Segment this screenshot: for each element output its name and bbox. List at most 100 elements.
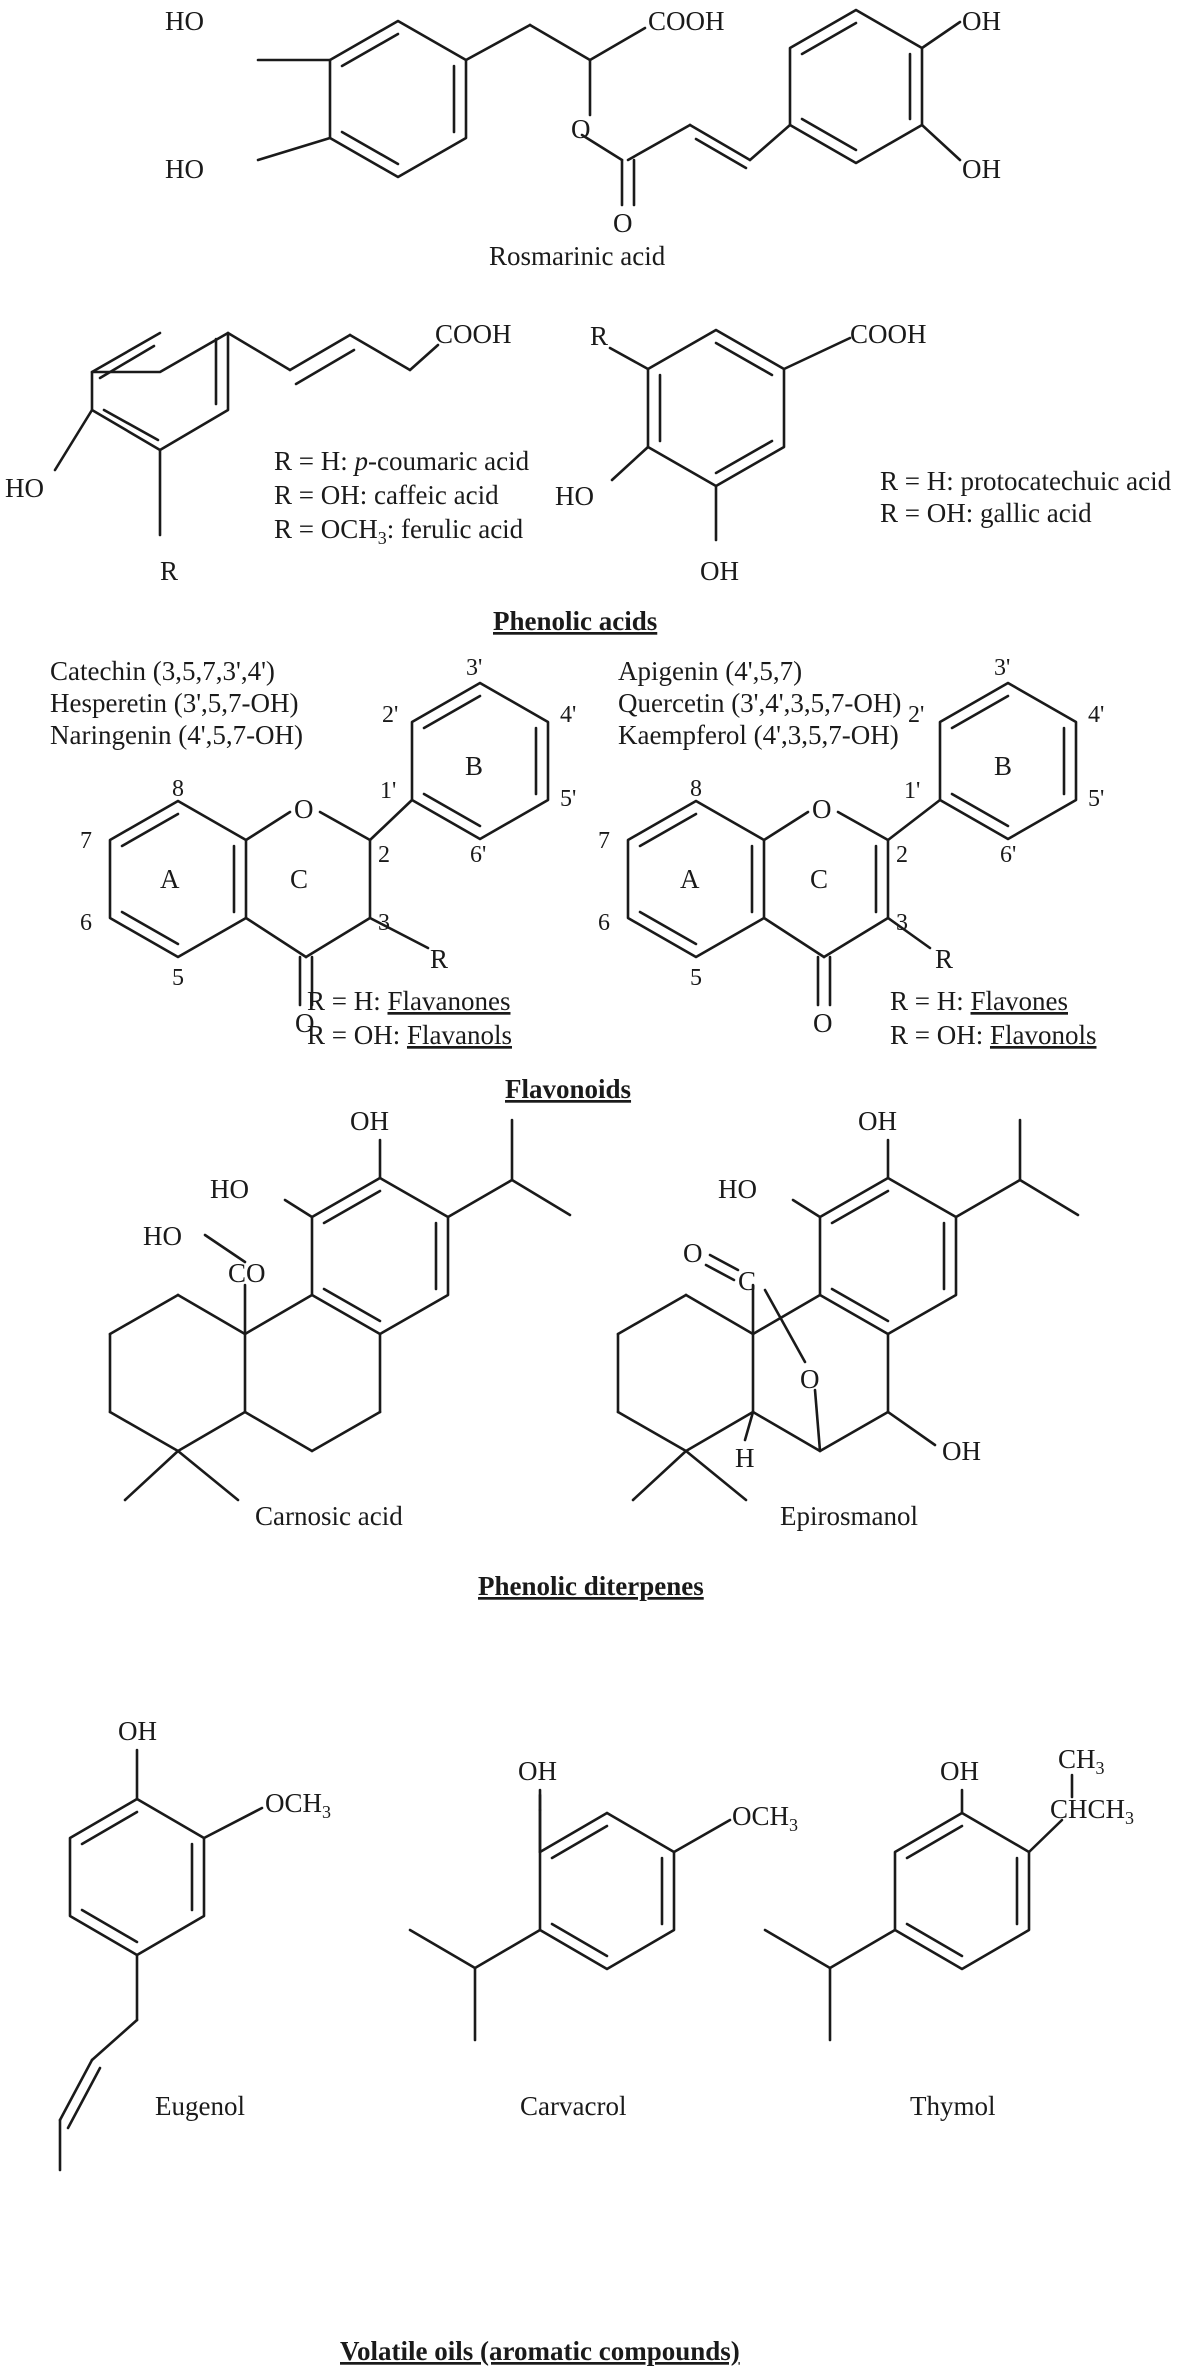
rosmarinic-oh-bottom: OH (962, 154, 1001, 184)
benzoic-r2: R = OH: gallic acid (880, 498, 1092, 528)
epirosmanol-ho: HO (718, 1174, 757, 1204)
epirosmanol-h: H (735, 1443, 755, 1473)
carvacrol-structure: OH OCH3 Carvacrol (408, 1756, 798, 2121)
rosmarinic-ho-bottom: HO (165, 154, 204, 184)
flavone-r1: R = H: Flavones (890, 986, 1068, 1016)
flavone-pos-2p: 2' (908, 702, 924, 728)
flavanone-pos-7: 7 (80, 828, 92, 854)
carnosic-ho: HO (210, 1174, 249, 1204)
carvacrol-oh: OH (518, 1756, 557, 1786)
eugenol-structure: OH OCH3 Eugenol (58, 1716, 331, 2172)
carnosic-oh: OH (350, 1106, 389, 1136)
rosmarinic-ho-top: HO (165, 6, 204, 36)
flavone-r2: R = OH: Flavonols (890, 1020, 1097, 1050)
flavone-pos-6p: 6' (1000, 842, 1016, 868)
cinnamic-r1: R = H: p-coumaric acid (274, 446, 530, 476)
hydroxycinnamic-acid-structure: COOH HO R R = H: p-coumaric acid R = OH:… (5, 319, 530, 586)
epirosmanol-oh2: OH (942, 1436, 981, 1466)
flavone-pos-4p: 4' (1088, 702, 1104, 728)
flavanone-pos-2p: 2' (382, 702, 398, 728)
rosmarinic-cooh: COOH (648, 6, 725, 36)
carnosic-co: CO (228, 1258, 266, 1288)
rosmarinic-ester-o: O (571, 114, 591, 144)
hydroxybenzoic-acid-structure: R COOH HO OH R = H: protocatechuic acid … (555, 319, 1172, 586)
benzoic-oh: OH (700, 556, 739, 586)
thymol-ch3: CH3 (1058, 1744, 1105, 1778)
flavanone-pos-3p: 3' (466, 655, 482, 681)
carnosic-caption: Carnosic acid (255, 1501, 403, 1531)
flavone-keto-o: O (813, 1008, 833, 1038)
flavone-pos-2: 2 (896, 842, 908, 868)
flavanone-pos-5p: 5' (560, 786, 576, 812)
flavanone-r: R (430, 944, 448, 974)
benzoic-cooh: COOH (850, 319, 927, 349)
flavone-ring-b: B (994, 751, 1012, 781)
rosmarinic-oh-top: OH (962, 6, 1001, 36)
flavone-ring-a: A (680, 864, 700, 894)
carvacrol-och3: OCH3 (732, 1801, 798, 1835)
benzoic-ho: HO (555, 481, 594, 511)
flavone-pos-1p: 1' (904, 778, 920, 804)
flavanone-pos-2: 2 (378, 842, 390, 868)
thymol-chch3: CHCH3 (1050, 1794, 1134, 1828)
flavone-pos-5: 5 (690, 965, 702, 991)
cinnamic-ho: HO (5, 473, 44, 503)
thymol-structure: OH CH3 CHCH3 Thymol (763, 1744, 1134, 2121)
eugenol-oh: OH (118, 1716, 157, 1746)
flavanone-pos-3: 3 (378, 910, 390, 936)
flavone-pos-5p: 5' (1088, 786, 1104, 812)
epirosmanol-carbonyl-o: O (683, 1238, 703, 1268)
flavanone-structure: Catechin (3,5,7,3',4') Hesperetin (3',5,… (50, 655, 576, 1050)
flavanone-pos-8: 8 (172, 776, 184, 802)
heading-flavonoids: Flavonoids (505, 1074, 631, 1104)
flavanone-pos-6p: 6' (470, 842, 486, 868)
flavanone-keto-o: O (295, 1008, 315, 1038)
flavone-pos-7: 7 (598, 828, 610, 854)
thymol-oh: OH (940, 1756, 979, 1786)
flavone-pos-3: 3 (896, 910, 908, 936)
flavone-list-3: Kaempferol (4',3,5,7-OH) (618, 720, 899, 750)
cinnamic-r: R (160, 556, 178, 586)
cinnamic-cooh: COOH (435, 319, 512, 349)
epirosmanol-structure: OH HO O C O OH H Epirosmanol (616, 1106, 1080, 1531)
flavone-list-1: Apigenin (4',5,7) (618, 656, 802, 686)
carvacrol-caption: Carvacrol (520, 2091, 626, 2121)
flavone-list-2: Quercetin (3',4',3,5,7-OH) (618, 688, 901, 718)
heading-volatile-oils: Volatile oils (aromatic compounds) (340, 2336, 740, 2366)
heading-diterpenes: Phenolic diterpenes (478, 1571, 704, 1601)
flavanone-ring-b: B (465, 751, 483, 781)
flavanone-ring-c: C (290, 864, 308, 894)
benzoic-r1: R = H: protocatechuic acid (880, 466, 1172, 496)
carnosic-ho2: HO (143, 1221, 182, 1251)
flavanone-pos-1p: 1' (380, 778, 396, 804)
cinnamic-r3: R = OCH3: ferulic acid (274, 514, 524, 548)
flavanone-pos-5: 5 (172, 965, 184, 991)
flavanone-ring-o: O (294, 794, 314, 824)
flavone-ring-c: C (810, 864, 828, 894)
thymol-caption: Thymol (910, 2091, 996, 2121)
carnosic-acid-structure: OH HO HO CO Carnosic acid (108, 1106, 572, 1531)
flavanone-r2: R = OH: Flavanols (307, 1020, 512, 1050)
flavanone-pos-4p: 4' (560, 702, 576, 728)
benzoic-r: R (590, 321, 608, 351)
flavanone-list-3: Naringenin (4',5,7-OH) (50, 720, 303, 750)
flavone-pos-6: 6 (598, 910, 610, 936)
epirosmanol-carbon: C (738, 1266, 756, 1296)
flavanone-ring-a: A (160, 864, 180, 894)
cinnamic-r2: R = OH: caffeic acid (274, 480, 499, 510)
heading-phenolic-acids: Phenolic acids (493, 606, 657, 636)
flavanone-list-1: Catechin (3,5,7,3',4') (50, 656, 275, 686)
eugenol-och3: OCH3 (265, 1788, 331, 1822)
flavanone-pos-6: 6 (80, 910, 92, 936)
rosmarinic-acid-structure: HO HO COOH O O OH OH Rosmarinic acid (165, 6, 1001, 271)
flavanone-list-2: Hesperetin (3',5,7-OH) (50, 688, 299, 718)
flavone-pos-8: 8 (690, 776, 702, 802)
epirosmanol-oh: OH (858, 1106, 897, 1136)
flavone-r: R (935, 944, 953, 974)
epirosmanol-caption: Epirosmanol (780, 1501, 918, 1531)
rosmarinic-caption: Rosmarinic acid (489, 241, 666, 271)
epirosmanol-bridge-o: O (800, 1364, 820, 1394)
rosmarinic-carbonyl-o: O (613, 208, 633, 238)
